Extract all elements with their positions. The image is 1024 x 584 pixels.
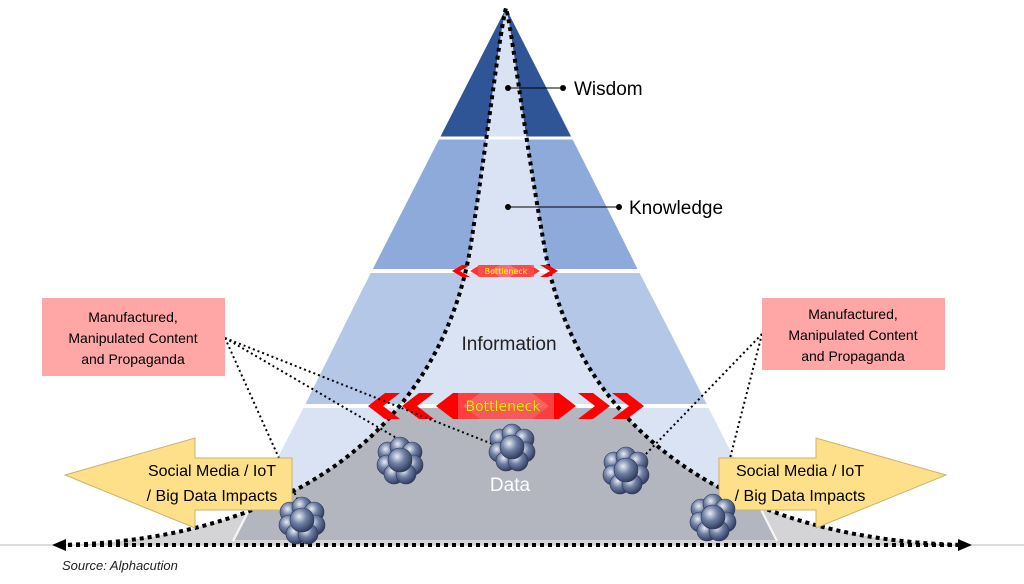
callout-right-line3: and Propaganda	[801, 348, 905, 364]
impact-left-line2: / Big Data Impacts	[147, 488, 278, 505]
bottleneck-upper: Bottleneck	[452, 265, 558, 277]
data-clusters	[278, 423, 737, 545]
label-data: Data	[490, 475, 531, 496]
callout-right: Manufactured, Manipulated Content and Pr…	[762, 298, 945, 370]
data-cluster-icon	[602, 446, 650, 495]
impact-right-line1: Social Media / IoT	[736, 463, 864, 480]
data-cluster-icon	[488, 423, 536, 472]
data-cluster-icon	[376, 436, 424, 485]
data-inner	[235, 405, 775, 540]
impact-right-line2: / Big Data Impacts	[735, 488, 866, 505]
callout-left-line3: and Propaganda	[81, 351, 185, 367]
data-cluster-icon	[689, 493, 737, 542]
callout-left-line2: Manipulated Content	[68, 330, 197, 346]
impact-arrow-right: Social Media / IoT / Big Data Impacts	[718, 437, 948, 529]
wisdom-marker	[505, 85, 511, 91]
data-cluster-icon	[278, 496, 326, 545]
bottleneck-upper-label: Bottleneck	[485, 267, 528, 276]
impact-arrow-left: Social Media / IoT / Big Data Impacts	[63, 437, 293, 529]
knowledge-marker	[505, 204, 511, 210]
label-information: Information	[461, 334, 556, 355]
callout-left: Manufactured, Manipulated Content and Pr…	[42, 298, 225, 376]
bottleneck-lower: Bottleneck	[368, 393, 644, 419]
bottleneck-lower-label: Bottleneck	[466, 399, 542, 415]
arrow-left-icon	[52, 539, 66, 551]
source-caption: Source: Alphacution	[62, 558, 178, 573]
pyramid	[232, 3, 778, 542]
callout-right-line1: Manufactured,	[808, 306, 898, 322]
callout-right-line2: Manipulated Content	[788, 327, 917, 343]
arrow-right-icon	[958, 539, 972, 551]
impact-left-line1: Social Media / IoT	[148, 463, 276, 480]
callout-left-line1: Manufactured,	[88, 309, 178, 325]
bell-curve	[59, 0, 966, 547]
label-wisdom: Wisdom	[574, 79, 643, 100]
label-knowledge: Knowledge	[629, 198, 723, 219]
